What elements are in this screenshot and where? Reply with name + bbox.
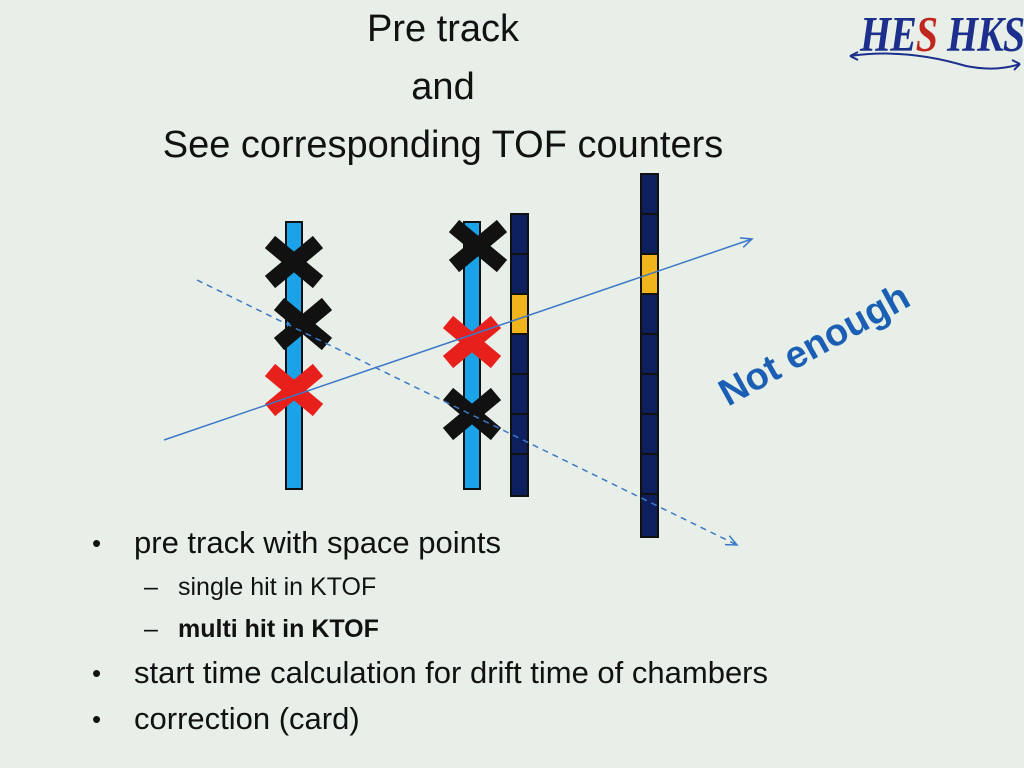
bullet-marker: • [92, 704, 102, 734]
bullet-item: • pre track with space points [92, 520, 992, 566]
title-line-1: Pre track [366, 8, 520, 50]
bullet-list: • pre track with space points – single h… [92, 520, 992, 742]
sub-bullet-item: – single hit in KTOF [92, 566, 992, 608]
title-line-3: See corresponding TOF counters [162, 124, 724, 166]
tof-hit-segment-1 [510, 293, 529, 335]
sub-bullet-marker: – [144, 615, 158, 643]
bullet-marker: • [92, 528, 102, 558]
logo-text-hks: HKS [947, 5, 1024, 62]
title-line-2: and [411, 66, 475, 108]
bullet-item: • correction (card) [92, 696, 992, 742]
bullet-marker: • [92, 658, 102, 688]
bullet-text: correction (card) [134, 701, 360, 736]
bullet-text: start time calculation for drift time of… [134, 655, 769, 690]
sub-bullet-text: single hit in KTOF [178, 573, 377, 601]
logo-text-s: S [915, 5, 938, 62]
pre-track-line [163, 237, 754, 441]
bullet-item: • start time calculation for drift time … [92, 650, 992, 696]
chamber-bar-1 [285, 221, 303, 490]
sub-bullet-item: – multi hit in KTOF [92, 608, 992, 650]
tof-counter-column-1 [510, 213, 529, 497]
sub-bullet-marker: – [144, 573, 158, 601]
logo-swoosh-icon [849, 51, 1021, 71]
dashed-track-line [196, 279, 739, 546]
logo-text-he: HE [860, 5, 917, 62]
bullet-text: pre track with space points [134, 525, 502, 560]
tof-counter-column-2 [640, 173, 659, 538]
slide-title: Pre track and See corresponding TOF coun… [60, 0, 826, 174]
sub-bullet-text: multi hit in KTOF [178, 615, 379, 643]
